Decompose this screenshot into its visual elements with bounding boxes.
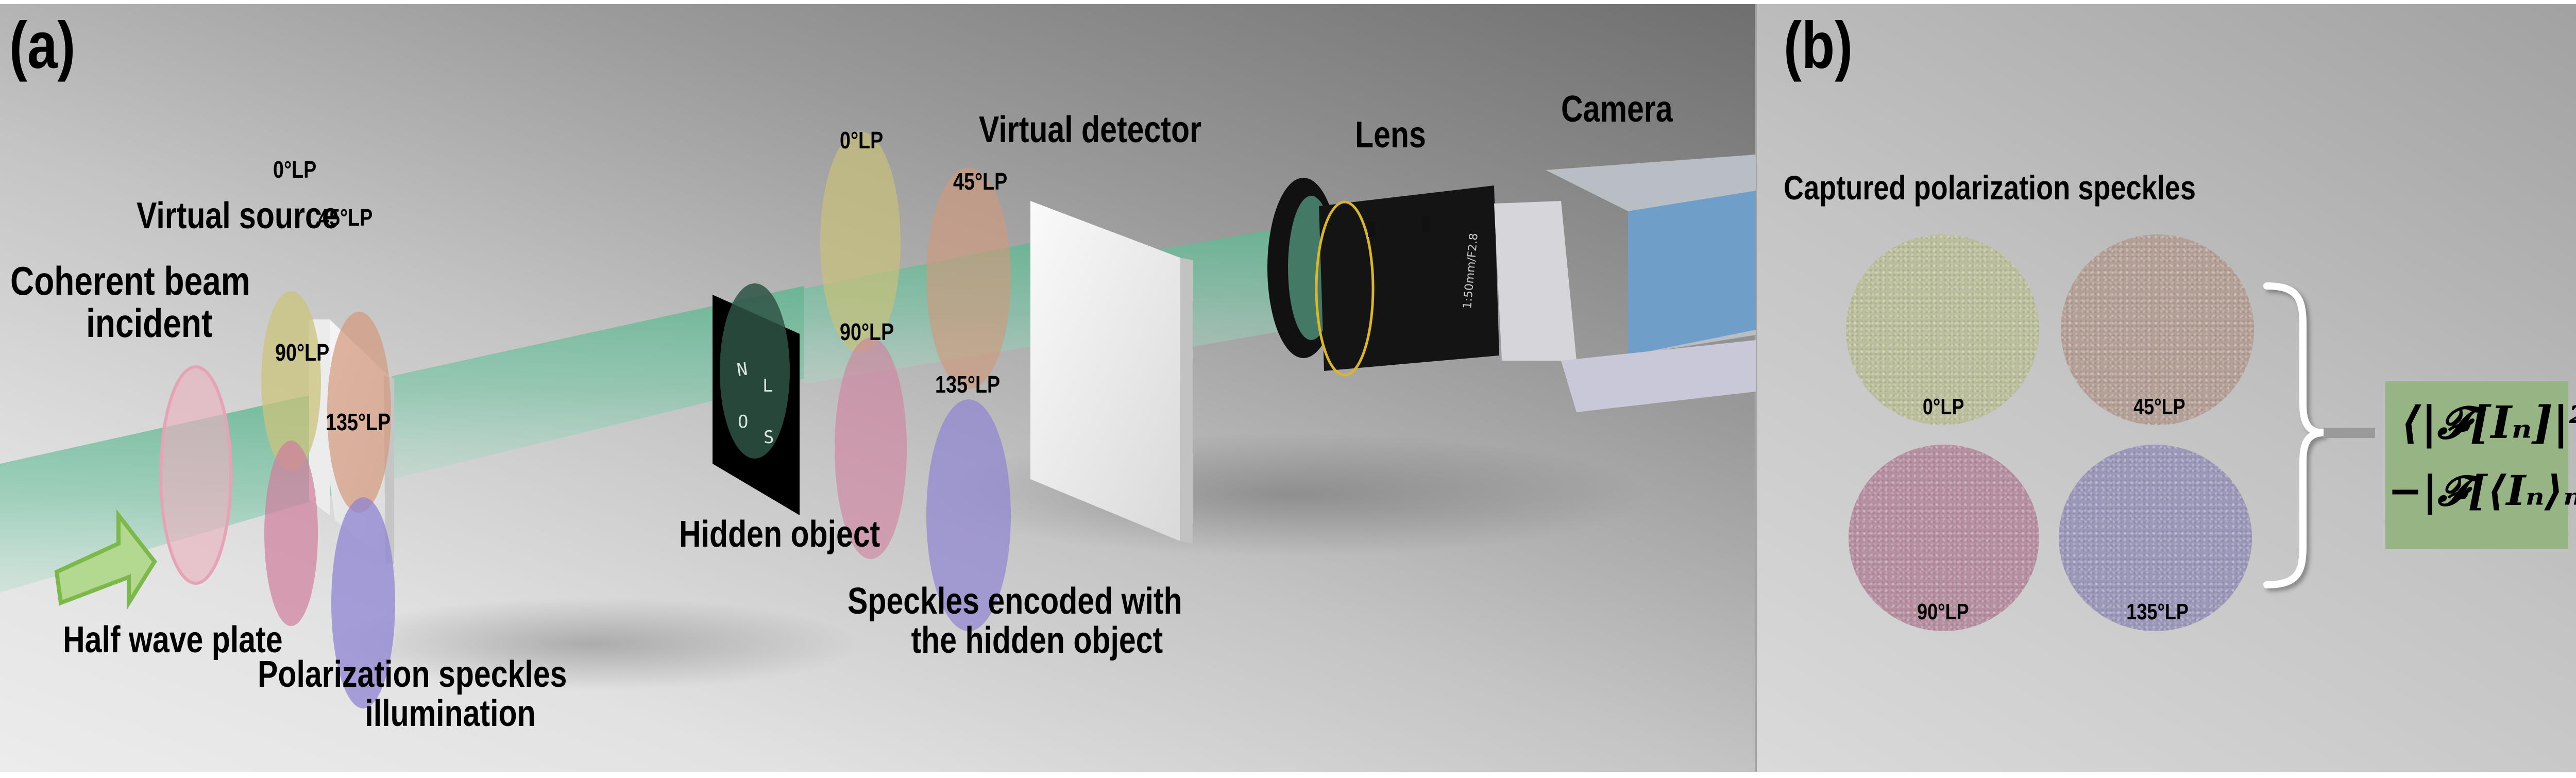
source-lp-0: 0°LP xyxy=(273,156,317,183)
formula-box xyxy=(2385,381,2568,549)
label-virtual-source: Virtual source xyxy=(137,195,339,236)
captured-speckle-45lp: 45°LP xyxy=(2061,234,2254,425)
camera-body-blue xyxy=(1628,191,1756,356)
camera-base xyxy=(1561,340,1756,412)
source-speckle-0lp xyxy=(261,291,321,471)
detector-lp-45: 45°LP xyxy=(953,168,1008,195)
label-camera: Camera xyxy=(1561,89,1673,130)
incident-arrow-icon xyxy=(54,509,157,610)
label-half-wave-plate: Half wave plate xyxy=(63,619,283,661)
lens-barrel xyxy=(1319,185,1499,371)
captured-speckles-title: Captured polarization speckles xyxy=(1784,168,2196,207)
captured-speckle-135lp: 135°LP xyxy=(2059,445,2252,631)
detector-lp-0: 0°LP xyxy=(840,127,884,154)
panel-a-tag: (a) xyxy=(9,9,76,82)
captured-speckle-0lp: 0°LP xyxy=(1846,234,2039,425)
source-speckle-45lp xyxy=(327,312,391,513)
panel-divider xyxy=(1755,4,1757,772)
source-speckle-90lp xyxy=(264,441,318,626)
label-lens: Lens xyxy=(1355,114,1426,156)
curly-brace-icon xyxy=(2263,282,2375,588)
label-virtual-detector: Virtual detector xyxy=(979,109,1201,150)
label-polarization-illumination: Polarization speckles illumination xyxy=(258,654,567,734)
panel-b-tag: (b) xyxy=(1784,9,1853,82)
label-hidden-object: Hidden object xyxy=(679,514,880,555)
mask-letter-l: L xyxy=(762,376,773,396)
label-speckles-encoded: Speckles encoded with the hidden object xyxy=(848,581,1182,661)
detector-speckle-0lp xyxy=(820,131,901,353)
label-coherent-beam: Coherent beam incident xyxy=(10,258,250,346)
formula-line-1: ⟨|𝓕[Iₙ]|²⟩ₙ xyxy=(2401,397,2576,449)
mask-letter-s: S xyxy=(764,427,774,448)
camera-mount xyxy=(1494,201,1577,361)
detector-speckle-135lp xyxy=(926,399,1011,631)
detector-lp-90: 90°LP xyxy=(840,318,894,345)
detector-lp-135: 135°LP xyxy=(935,371,1001,398)
virtual-detector-plate xyxy=(1030,201,1180,541)
formula-line-2: −|𝓕[⟨Iₙ⟩ₙ]|² xyxy=(2388,466,2576,515)
source-lp-90: 90°LP xyxy=(275,339,330,366)
half-wave-plate xyxy=(159,365,232,585)
detector-speckle-90lp xyxy=(835,337,907,559)
captured-speckle-90lp: 90°LP xyxy=(1849,445,2039,631)
beam-and-optics: N L O S 1:50mm/F2.8 xyxy=(0,131,1756,708)
source-speckle-135lp xyxy=(331,497,395,708)
detector-speckle-45lp xyxy=(926,167,1011,389)
mask-letter-o: O xyxy=(738,412,748,432)
mask-window xyxy=(720,283,790,459)
source-lp-135: 135°LP xyxy=(326,409,391,435)
source-lp-45: 45°LP xyxy=(318,204,373,231)
floor-shadow xyxy=(325,598,860,690)
beam-segment-2 xyxy=(392,286,804,479)
